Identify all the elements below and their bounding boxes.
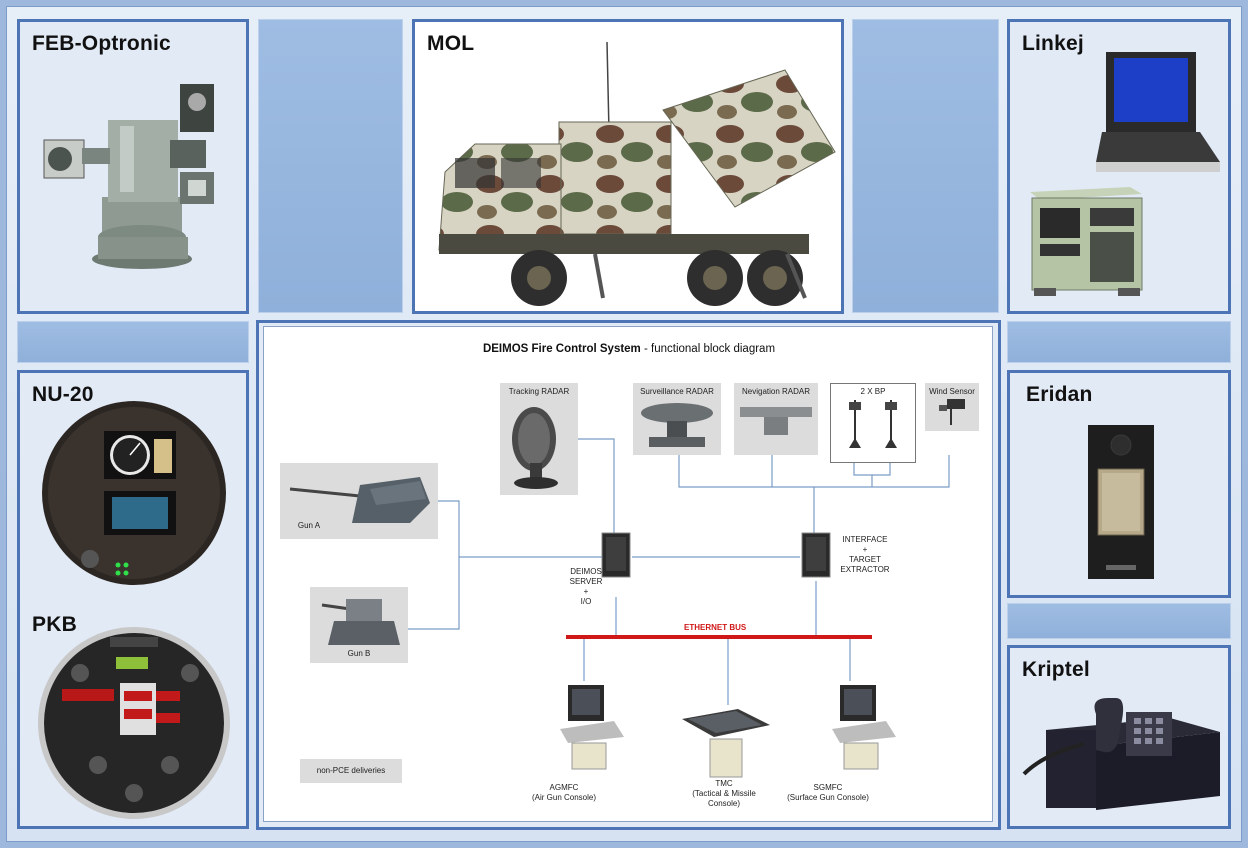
wind-sensor-block [925,383,979,431]
navigation-radar-icon [740,407,812,435]
bp-label: 2 X BP [860,387,886,396]
mol-truck-image [438,41,836,306]
panel-feb-optronic: FEB-Optronic [17,19,249,314]
wind-sensor-icon [939,399,965,425]
navigation-radar-block [734,383,818,455]
panel-title: Eridan [1026,383,1093,406]
surveillance-radar-label: Surveillance RADAR [640,387,714,396]
agmfc-console-icon [560,685,624,770]
deimos-server-label: DEIMOS SERVER + I/O [569,567,603,606]
wind-sensor-label: Wind Sensor [929,387,975,396]
navigation-radar-label: Nevigation RADAR [741,387,811,396]
gun-b-icon [321,599,400,645]
bp-sensors-icon [849,400,897,448]
kriptel-phone-image [1022,698,1220,810]
panel-kriptel: Kriptel [1007,645,1231,829]
gun-a-label: Gun A [297,521,321,530]
diagram-title: DEIMOS Fire Control System - functional … [482,343,776,355]
panel-linkej: Linkej [1007,19,1231,314]
panel-title: NU-20 [32,383,94,406]
filler-block [17,321,249,363]
panel-mol: MOL [412,19,844,314]
diagram-connections [408,438,950,705]
linkej-terminal-image [1030,52,1220,296]
tmc-console-icon [682,709,770,778]
panel-title: FEB-Optronic [32,32,171,55]
sgmfc-console-icon [832,685,896,770]
eridan-intercom-image [1088,425,1154,579]
interface-label: INTERFACE + TARGET EXTRACTOR [840,535,890,574]
panel-title: Kriptel [1022,658,1090,681]
gun-a-block [280,463,438,539]
interface-unit-icon [801,532,831,578]
surveillance-radar-icon [641,403,713,447]
panel-title: Linkej [1022,32,1084,55]
filler-block [1007,603,1231,639]
bp-block [830,383,916,463]
filler-block [1007,321,1231,363]
deimos-server-icon [601,532,631,578]
non-pce-legend [300,759,402,783]
gun-b-label: Gun B [347,649,371,658]
panel-nu20-pkb: NU-20 PKB [17,370,249,829]
tracking-radar-label: Tracking RADAR [508,387,570,396]
surveillance-radar-block [633,383,721,455]
ethernet-bus-label: ETHERNET BUS [684,623,747,632]
deimos-block-diagram: DEIMOS Fire Control System - functional … [263,326,993,822]
optronic-device-image [43,84,214,269]
gun-a-icon [289,477,430,523]
panel-title: PKB [32,613,77,636]
panel-title: MOL [427,32,475,55]
non-pce-label: non-PCE deliveries [316,766,386,775]
agmfc-label: AGMFC (Air Gun Console) [531,783,597,802]
filler-block [258,19,403,313]
nu20-pkb-devices-image [38,401,230,819]
sgmfc-label: SGMFC (Surface Gun Console) [787,783,869,802]
panel-eridan: Eridan [1007,370,1231,598]
gun-b-block [310,587,408,663]
tracking-radar-block [500,383,578,495]
tracking-radar-icon [512,407,558,489]
filler-block [852,19,999,313]
tmc-label: TMC (Tactical & Missile Console) [692,779,756,808]
